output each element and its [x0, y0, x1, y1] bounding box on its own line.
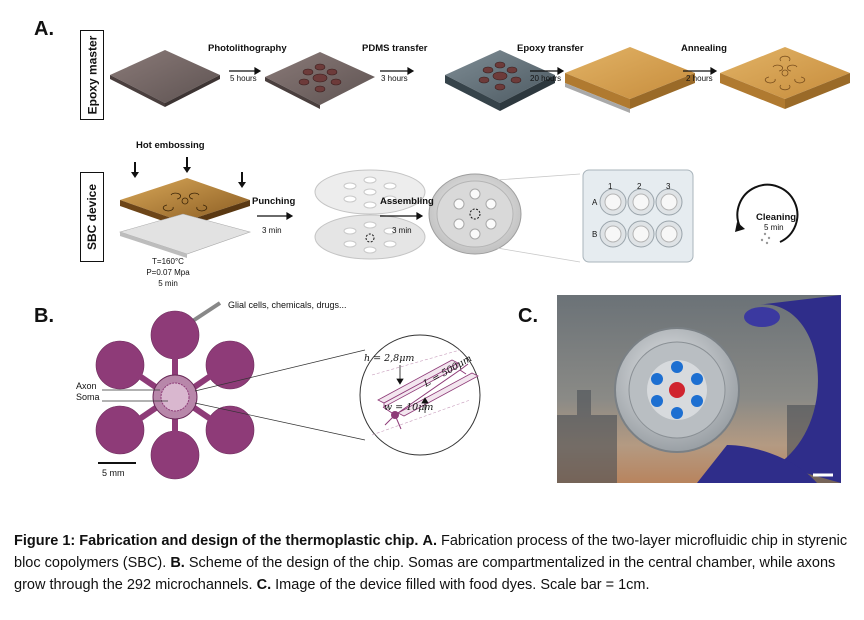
blue-dye-wells [651, 361, 703, 419]
step-photolithography-label: Photolithography [208, 43, 287, 54]
plate-row-a: A [592, 198, 598, 207]
plate-col-2: 2 [637, 182, 642, 191]
caption-a-key: A. [422, 533, 437, 549]
step-photolithography-duration: 5 hours [230, 74, 257, 83]
neuron-soma [391, 411, 399, 419]
chip-design-scheme [95, 301, 481, 480]
caption-b-text: Scheme of the design of the chip. Somas … [14, 555, 836, 593]
assembled-device [428, 173, 581, 263]
panel-a-letter: A. [34, 18, 54, 40]
cleaning-cycle-arrow [735, 183, 799, 245]
chamber-bottom [150, 430, 200, 480]
six-well-plate [582, 169, 694, 263]
caption-a-text: Fabrication process of the two-layer mic… [14, 533, 848, 571]
row-label-sbc-device-text: SBC device [85, 183, 99, 251]
cleaning-label: Cleaning [756, 212, 797, 223]
step-annealing-duration: 2 hours [686, 74, 713, 83]
caption-b-key: B. [170, 555, 185, 571]
time-condition: 5 min [158, 279, 178, 288]
caption-title: Figure 1: Fabrication and design of the … [14, 533, 419, 549]
height-label: h = 2,8μm [364, 353, 415, 364]
epoxy-master-process-illustration [110, 47, 850, 113]
panel-b-letter: B. [34, 305, 54, 327]
soma-region [160, 382, 190, 412]
red-dye-center [669, 382, 685, 398]
row-label-epoxy-master-text: Epoxy master [85, 35, 100, 115]
sbc-device-process-illustration [118, 157, 799, 263]
row-label-epoxy-master: Epoxy master [80, 30, 104, 120]
caption-c-key: C. [256, 577, 272, 593]
plate-row-b: B [592, 230, 598, 239]
wafer-plate [110, 50, 220, 107]
step-assembling-label: Assembling [380, 196, 434, 207]
chamber-bottom-left [95, 405, 145, 455]
gloved-hand [697, 295, 841, 483]
epoxy-block [565, 47, 695, 113]
hot-embossing-label: Hot embossing [136, 140, 205, 151]
inputs-label: Glial cells, chemicals, drugs... [228, 300, 347, 310]
embossing-conditions: T=160°C P=0.07 Mpa 5 min [138, 256, 198, 289]
soma-label: Soma [76, 392, 100, 402]
chamber-top [150, 310, 200, 360]
patterned-wafer [265, 52, 375, 109]
step-epoxy-transfer-duration: 20 hours [530, 74, 562, 83]
hot-embossing-press [118, 157, 252, 258]
chamber-top-left [95, 340, 145, 390]
pressure-condition: P=0.07 Mpa [146, 268, 190, 277]
chamber-top-right [205, 340, 255, 390]
step-punching-label: Punching [252, 196, 296, 207]
cleaning-duration: 5 min [764, 223, 784, 232]
step-pdms-transfer-label: PDMS transfer [362, 43, 428, 54]
step-punching-duration: 3 min [262, 226, 282, 235]
plate-col-3: 3 [666, 182, 671, 191]
punched-layers [314, 169, 426, 260]
figure-caption: Figure 1: Fabrication and design of the … [14, 530, 850, 596]
axon-label: Axon [76, 381, 97, 391]
width-label: w = 10μm [384, 402, 434, 413]
step-annealing-label: Annealing [681, 43, 727, 54]
row-label-sbc-device: SBC device [80, 172, 104, 262]
temperature-condition: T=160°C [152, 257, 184, 266]
scale-bar-label: 5 mm [102, 468, 125, 478]
annealed-epoxy-block [720, 47, 850, 109]
step-pdms-transfer-duration: 3 hours [381, 74, 408, 83]
chamber-bottom-right [205, 405, 255, 455]
step-epoxy-transfer-label: Epoxy transfer [517, 43, 584, 54]
chip-chambers [95, 310, 255, 480]
plate-col-1: 1 [608, 182, 613, 191]
pdms-block [445, 50, 555, 111]
step-assembling-duration: 3 min [392, 226, 412, 235]
panel-c-letter: C. [518, 305, 538, 327]
caption-c-text: Image of the device filled with food dye… [271, 577, 650, 593]
device-photograph [557, 295, 841, 483]
